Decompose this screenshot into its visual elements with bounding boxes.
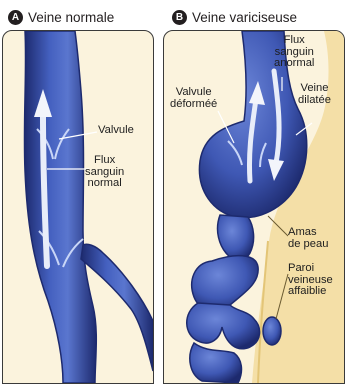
normal-flow-label: Flux sanguin normal bbox=[85, 155, 124, 190]
weak-wall-label: Paroi veineuse affaiblie bbox=[288, 263, 333, 298]
dilated-vein-neck bbox=[218, 215, 254, 261]
normal-vein-body bbox=[24, 31, 96, 383]
deformed-valve-label: Valvule déforméé bbox=[170, 87, 217, 110]
normal-vein-illustration bbox=[3, 31, 153, 383]
dilated-vein-lower bbox=[187, 303, 260, 349]
panel-a-header: A Veine normale bbox=[8, 6, 114, 28]
panel-b-title: Veine variciseuse bbox=[192, 10, 297, 25]
panel-a-badge: A bbox=[8, 10, 23, 25]
varicose-vein-figure: Flux sanguin anormal Valvule déforméé Ve… bbox=[163, 30, 345, 384]
dilated-vein-bottom bbox=[190, 343, 242, 383]
abnormal-flow-label: Flux sanguin anormal bbox=[274, 35, 314, 70]
panel-a-title: Veine normale bbox=[28, 10, 114, 25]
skin-mass-label: Amas de peau bbox=[288, 227, 328, 250]
normal-vein-figure: Valvule Flux sanguin normal bbox=[2, 30, 154, 384]
panel-b-badge: B bbox=[172, 10, 187, 25]
panel-b-header: B Veine variciseuse bbox=[172, 6, 297, 28]
weakened-wall-bulge bbox=[263, 317, 281, 345]
dilated-vein-label: Veine dilatée bbox=[298, 83, 331, 106]
valve-label: Valvule bbox=[98, 125, 134, 137]
